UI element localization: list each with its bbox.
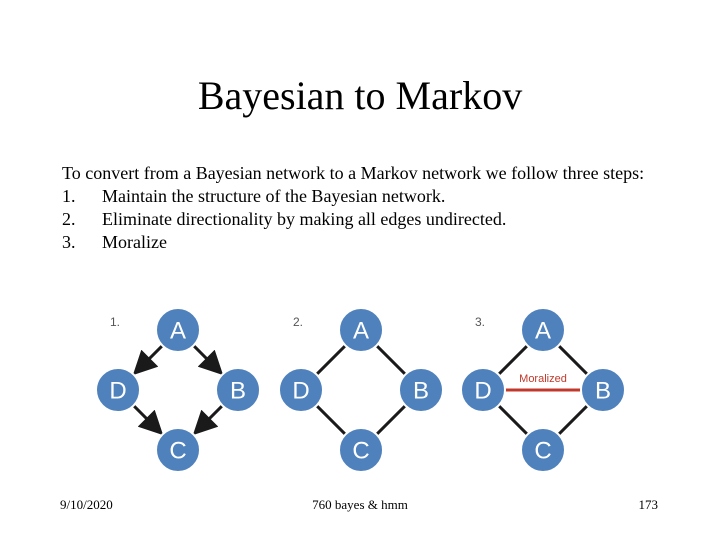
footer-date: 9/10/2020 bbox=[60, 497, 113, 512]
node-b: B bbox=[580, 367, 626, 413]
node-circle bbox=[398, 367, 444, 413]
edge-d-c bbox=[497, 404, 529, 436]
node-label: C bbox=[534, 438, 551, 465]
node-label: C bbox=[352, 438, 369, 465]
step-item-3: 3. Moralize bbox=[62, 231, 672, 254]
node-d: D bbox=[278, 367, 324, 413]
node-circle bbox=[155, 427, 201, 473]
node-circle bbox=[278, 367, 324, 413]
step-item-2: 2. Eliminate directionality by making al… bbox=[62, 208, 672, 231]
edge-a-b bbox=[192, 344, 224, 376]
step-text: Maintain the structure of the Bayesian n… bbox=[102, 186, 446, 206]
node-circle bbox=[460, 367, 506, 413]
node-circle bbox=[338, 427, 384, 473]
node-a: A bbox=[155, 307, 201, 353]
network-diagram: 1. A D B C 2. A D B C 3. Moralized A D B C bbox=[95, 307, 626, 473]
node-d: D bbox=[95, 367, 141, 413]
node-circle bbox=[95, 367, 141, 413]
step-item-1: 1. Maintain the structure of the Bayesia… bbox=[62, 185, 672, 208]
node-c: C bbox=[155, 427, 201, 473]
node-label: A bbox=[353, 318, 369, 345]
node-label: A bbox=[535, 318, 551, 345]
panel-number: 2. bbox=[293, 315, 303, 329]
node-label: B bbox=[230, 378, 246, 405]
step-number: 2. bbox=[62, 209, 76, 229]
node-label: D bbox=[474, 378, 491, 405]
node-circle bbox=[520, 307, 566, 353]
step-number: 1. bbox=[62, 186, 76, 206]
node-d: D bbox=[460, 367, 506, 413]
node-circle bbox=[520, 427, 566, 473]
edge-a-b bbox=[375, 344, 407, 376]
node-b: B bbox=[215, 367, 261, 413]
node-circle bbox=[215, 367, 261, 413]
node-circle bbox=[155, 307, 201, 353]
network-panel-3: 3. Moralized A D B C bbox=[460, 307, 626, 473]
network-panel-1: 1. A D B C bbox=[95, 307, 261, 473]
node-circle bbox=[580, 367, 626, 413]
network-panel-2: 2. A D B C bbox=[278, 307, 444, 473]
node-label: B bbox=[413, 378, 429, 405]
edge-b-c bbox=[192, 404, 224, 436]
body-text: To convert from a Bayesian network to a … bbox=[62, 162, 672, 254]
node-a: A bbox=[338, 307, 384, 353]
node-c: C bbox=[520, 427, 566, 473]
node-label: A bbox=[170, 318, 186, 345]
intro-text: To convert from a Bayesian network to a … bbox=[62, 163, 645, 183]
node-b: B bbox=[398, 367, 444, 413]
edge-d-c bbox=[315, 404, 347, 436]
panel-number: 3. bbox=[475, 315, 485, 329]
edge-a-d bbox=[132, 344, 164, 376]
panel-number: 1. bbox=[110, 315, 120, 329]
node-a: A bbox=[520, 307, 566, 353]
edge-a-b bbox=[557, 344, 589, 376]
edge-a-d bbox=[315, 344, 347, 376]
step-text: Moralize bbox=[102, 232, 167, 252]
moralized-label: Moralized bbox=[519, 373, 567, 385]
node-circle bbox=[338, 307, 384, 353]
node-label: D bbox=[292, 378, 309, 405]
footer-center: 760 bayes & hmm bbox=[312, 497, 408, 512]
edge-b-c bbox=[375, 404, 407, 436]
slide-title: Bayesian to Markov bbox=[197, 73, 523, 118]
edge-a-d bbox=[497, 344, 529, 376]
node-c: C bbox=[338, 427, 384, 473]
node-label: D bbox=[109, 378, 126, 405]
step-number: 3. bbox=[62, 232, 76, 252]
edge-b-c bbox=[557, 404, 589, 436]
node-label: C bbox=[169, 438, 186, 465]
footer-page-number: 173 bbox=[638, 497, 659, 512]
node-label: B bbox=[595, 378, 611, 405]
edge-d-c bbox=[132, 404, 164, 436]
step-text: Eliminate directionality by making all e… bbox=[102, 209, 507, 229]
